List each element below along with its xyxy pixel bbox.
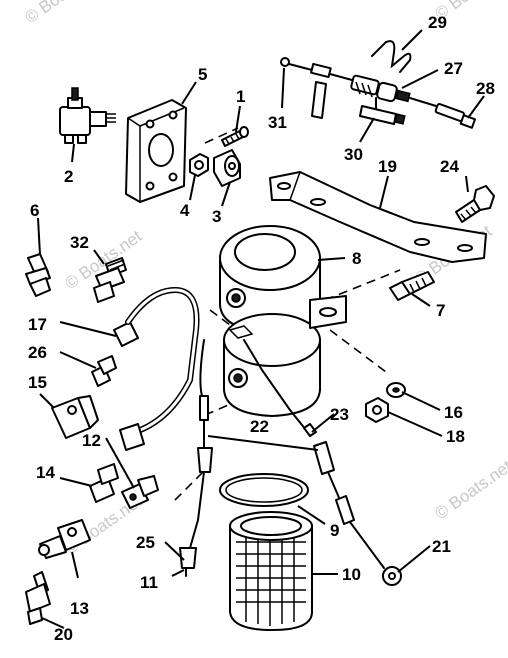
screw-7-part bbox=[389, 271, 435, 301]
callout-23: 23 bbox=[330, 405, 349, 424]
fitting-6-part bbox=[25, 253, 51, 297]
callout-6: 6 bbox=[30, 201, 39, 220]
callout-11: 11 bbox=[140, 573, 158, 592]
filter-element-part bbox=[229, 511, 313, 631]
callout-24: 24 bbox=[440, 157, 459, 176]
toggle-switch-part bbox=[59, 87, 116, 144]
connector-15-part bbox=[51, 395, 99, 439]
callout-9: 9 bbox=[330, 521, 339, 540]
callout-21: 21 bbox=[432, 537, 451, 556]
nut-18-part bbox=[365, 397, 389, 423]
nut-part bbox=[189, 153, 209, 177]
callout-29: 29 bbox=[428, 13, 447, 32]
tee-fitting-13-part bbox=[38, 519, 91, 559]
callout-2: 2 bbox=[64, 167, 73, 186]
wiring-harness-part bbox=[280, 57, 477, 129]
fitting-14-part bbox=[89, 463, 119, 503]
callout-28: 28 bbox=[476, 79, 495, 98]
watermark-bottom-right: © Boats.net bbox=[431, 456, 508, 523]
grommet-part bbox=[213, 149, 241, 187]
callout-15: 15 bbox=[28, 373, 47, 392]
callout-25: 25 bbox=[136, 533, 155, 552]
fitting-26-part bbox=[91, 355, 117, 387]
bolt-24-part bbox=[455, 185, 495, 223]
callout-26: 26 bbox=[28, 343, 47, 362]
watermark-top-left: © Boats.net bbox=[21, 0, 105, 27]
fuel-line-part bbox=[113, 286, 200, 451]
callout-13: 13 bbox=[70, 599, 89, 618]
callout-12: 12 bbox=[82, 431, 101, 450]
callout-20: 20 bbox=[54, 625, 73, 644]
callout-14: 14 bbox=[36, 463, 55, 482]
callout-22: 22 bbox=[250, 417, 269, 436]
wires-part bbox=[179, 339, 402, 586]
leader-lines bbox=[37, 29, 485, 629]
callout-32: 32 bbox=[70, 233, 89, 252]
callout-numbers: 1 2 3 4 5 6 7 8 9 10 11 12 13 14 15 16 1… bbox=[28, 13, 495, 644]
callout-31: 31 bbox=[268, 113, 287, 132]
fitting-32-part bbox=[93, 257, 127, 303]
callout-7: 7 bbox=[436, 301, 445, 320]
callout-18: 18 bbox=[446, 427, 465, 446]
solenoid-body-part bbox=[219, 225, 347, 417]
callout-5: 5 bbox=[198, 65, 207, 84]
fitting-20-part bbox=[25, 571, 51, 625]
mounting-plate-part bbox=[125, 99, 187, 203]
washer-part bbox=[386, 382, 406, 398]
callout-8: 8 bbox=[352, 249, 361, 268]
callout-19: 19 bbox=[378, 157, 397, 176]
callout-10: 10 bbox=[342, 565, 361, 584]
callout-17: 17 bbox=[28, 315, 47, 334]
callout-4: 4 bbox=[180, 201, 190, 220]
screw-part bbox=[221, 126, 249, 147]
callout-16: 16 bbox=[444, 403, 463, 422]
callout-30: 30 bbox=[344, 145, 363, 164]
callout-3: 3 bbox=[212, 207, 221, 226]
clip-part bbox=[371, 40, 412, 73]
callout-1: 1 bbox=[236, 87, 245, 106]
fitting-12-part bbox=[121, 475, 159, 509]
bracket-part bbox=[269, 171, 487, 263]
o-ring-part bbox=[219, 473, 309, 507]
callout-27: 27 bbox=[444, 59, 463, 78]
